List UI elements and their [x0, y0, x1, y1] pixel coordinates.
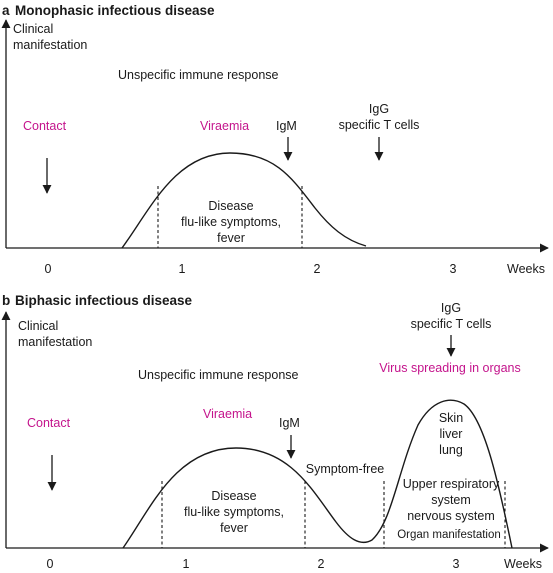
panel-a-igg-line1: IgG	[369, 102, 389, 116]
panel-a-y-label-line1: Clinical	[13, 22, 53, 36]
panel-a-disease-line2: flu-like symptoms,	[181, 215, 281, 229]
panel-b-contact: Contact	[27, 416, 71, 430]
panel-b-system-line1: Upper respiratory	[403, 477, 500, 491]
panel-a-immune-response: Unspecific immune response	[118, 68, 279, 82]
panel-b-title: Biphasic infectious disease	[15, 293, 193, 308]
panel-a-viraemia: Viraemia	[200, 119, 249, 133]
panel-b-disease-line2: flu-like symptoms,	[184, 505, 284, 519]
panel-b-organ-liver: liver	[440, 427, 463, 441]
panel-a-tick-1: 1	[179, 262, 186, 276]
panel-b-organ-skin: Skin	[439, 411, 463, 425]
panel-b-system-line3: nervous system	[407, 509, 495, 523]
panel-a-tick-2: 2	[314, 262, 321, 276]
panel-b-x-label: Weeks	[504, 557, 542, 571]
panel-b-y-label-line1: Clinical	[18, 319, 58, 333]
panel-b-y-label-line2: manifestation	[18, 335, 92, 349]
panel-a-disease-line3: fever	[217, 231, 245, 245]
panel-b-disease-line3: fever	[220, 521, 248, 535]
panel-b-tick-3: 3	[453, 557, 460, 571]
panel-a-tick-3: 3	[450, 262, 457, 276]
panel-b-organ-lung: lung	[439, 443, 463, 457]
panel-b-letter: b	[2, 293, 10, 308]
panel-b-tick-1: 1	[183, 557, 190, 571]
panel-a-letter: a	[2, 3, 10, 18]
panel-a: a Monophasic infectious disease Clinical…	[1, 3, 549, 276]
panel-b-igm: IgM	[279, 416, 300, 430]
panel-b-igg-line2: specific T cells	[411, 317, 492, 331]
panel-b-viraemia: Viraemia	[203, 407, 252, 421]
panel-b-immune-response: Unspecific immune response	[138, 368, 299, 382]
panel-a-contact: Contact	[23, 119, 67, 133]
panel-a-disease-curve	[121, 152, 367, 249]
panel-a-tick-0: 0	[45, 262, 52, 276]
panel-b-tick-0: 0	[47, 557, 54, 571]
panel-b-symptom-free: Symptom-free	[306, 462, 385, 476]
panel-b-virus-spreading: Virus spreading in organs	[379, 361, 521, 375]
panel-a-igm: IgM	[276, 119, 297, 133]
panel-a-igg-line2: specific T cells	[339, 118, 420, 132]
panel-a-title: Monophasic infectious disease	[15, 3, 215, 18]
panel-a-x-label: Weeks	[507, 262, 545, 276]
panel-b-organ-manifestation: Organ manifestation	[397, 529, 501, 541]
panel-b: b Biphasic infectious disease Clinical m…	[1, 293, 549, 571]
panel-b-disease-curve	[122, 399, 513, 549]
panel-b-igg-line1: IgG	[441, 301, 461, 315]
panel-b-disease-line1: Disease	[211, 489, 256, 503]
panel-b-tick-2: 2	[318, 557, 325, 571]
panel-b-system-line2: system	[431, 493, 471, 507]
panel-a-disease-line1: Disease	[208, 199, 253, 213]
panel-a-y-label-line2: manifestation	[13, 38, 87, 52]
